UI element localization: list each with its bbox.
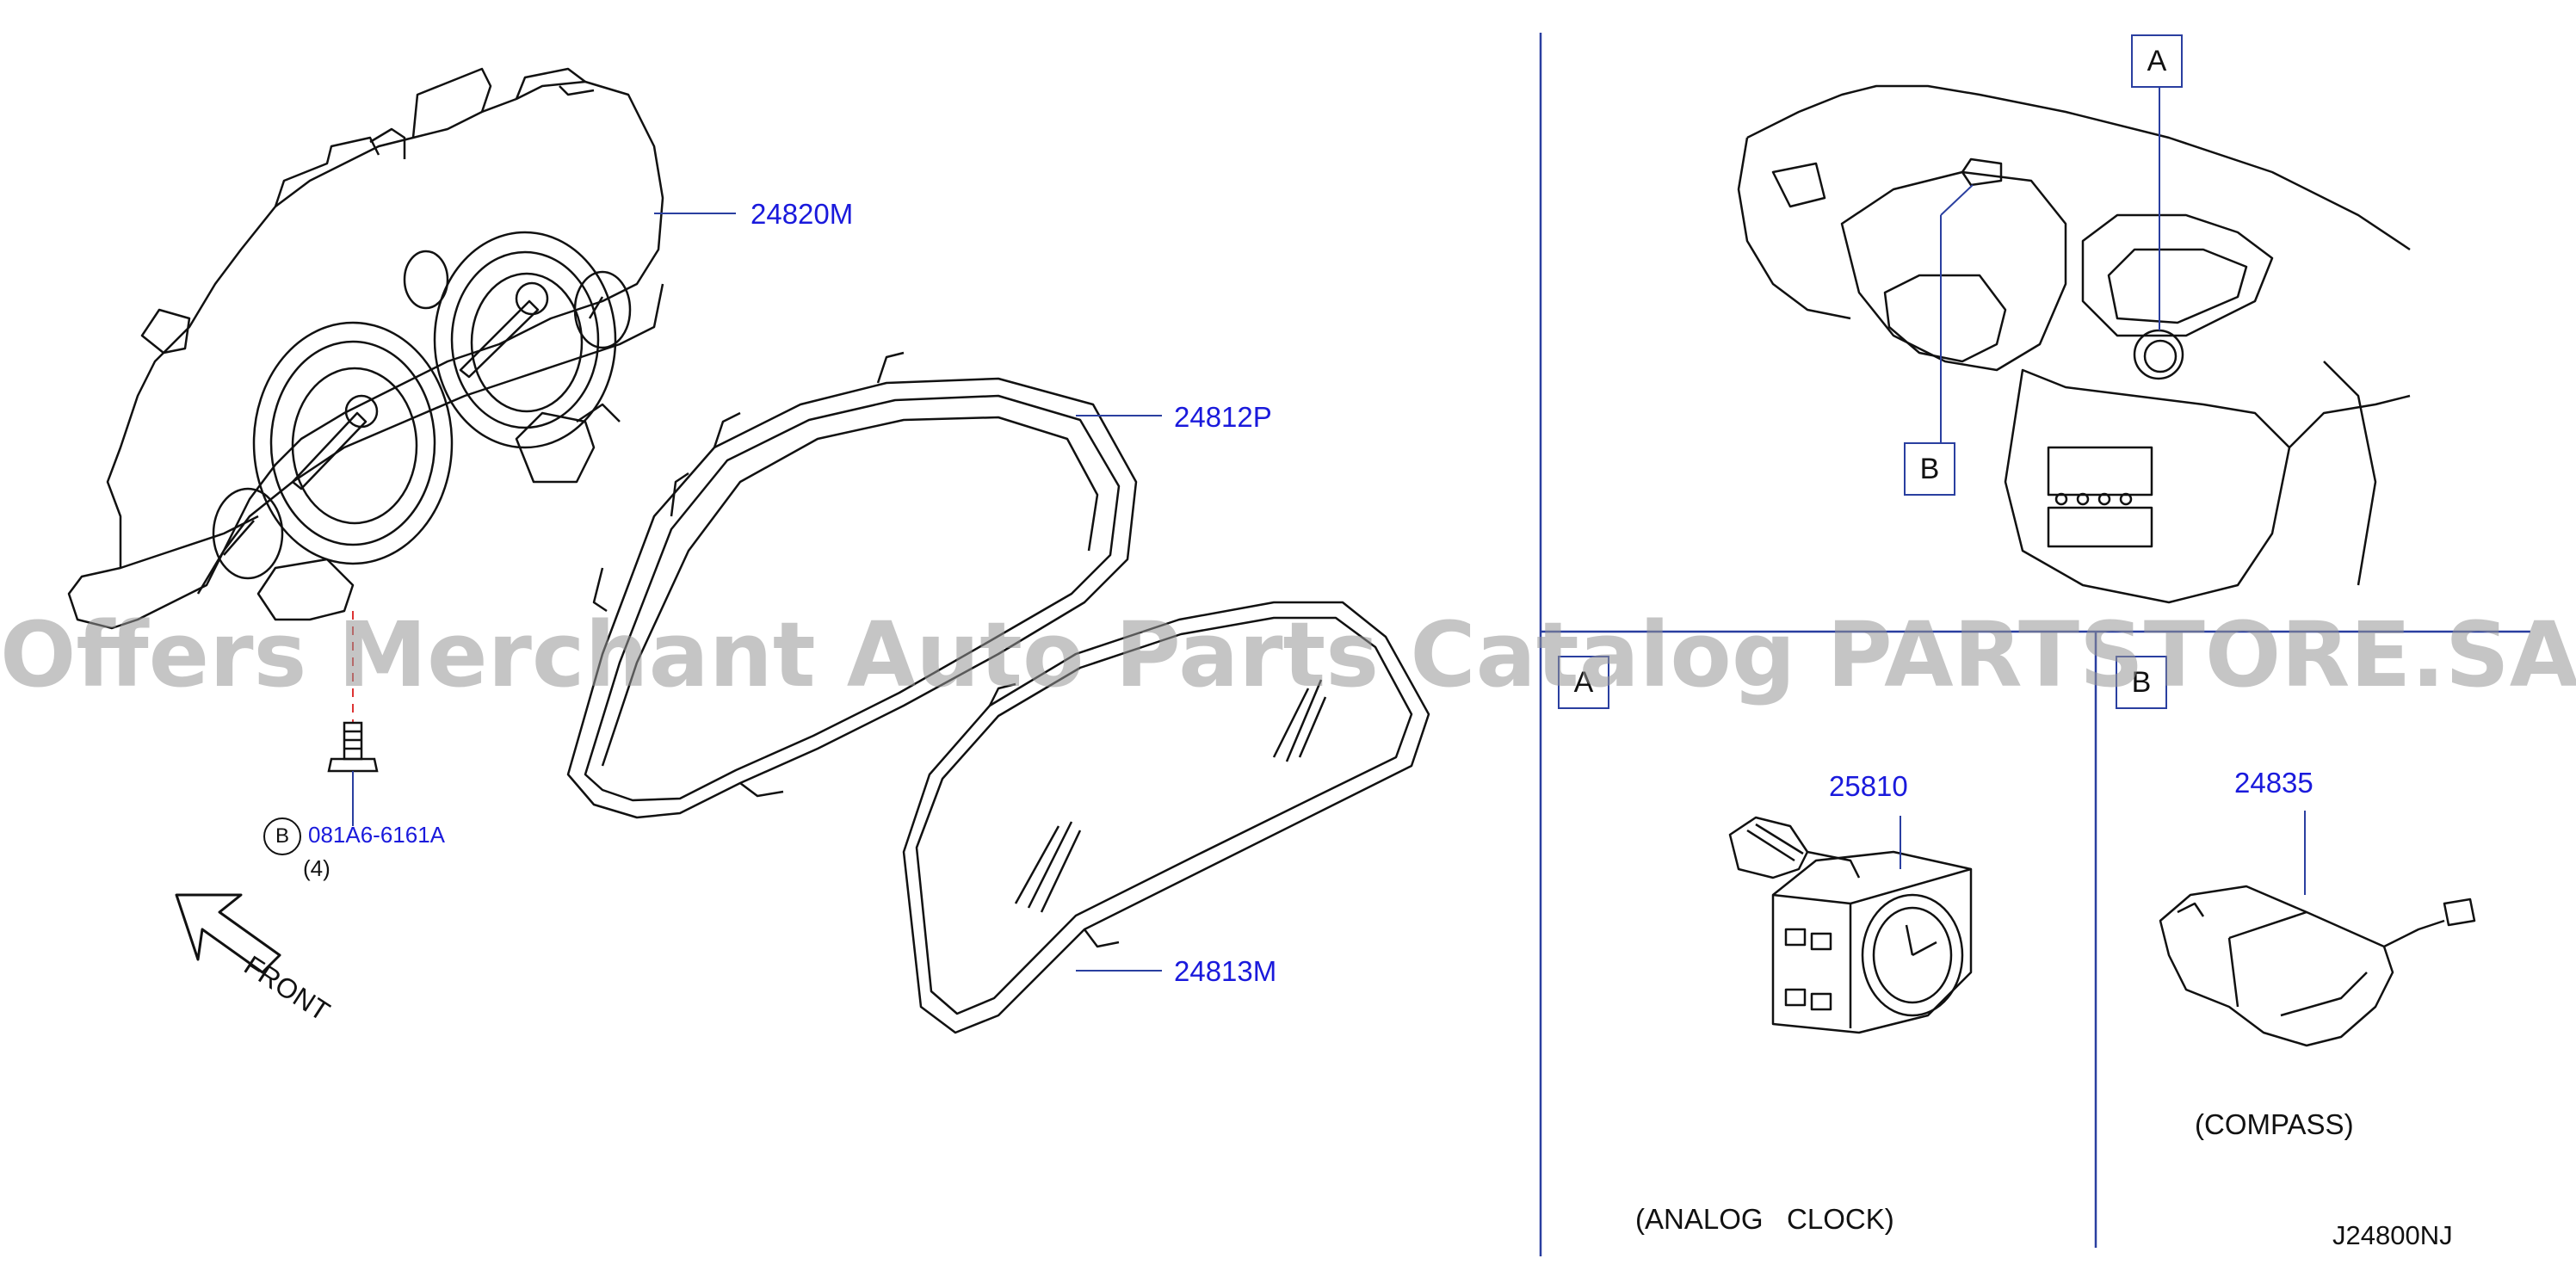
small-gauge-right	[573, 270, 632, 349]
diagram-code: J24800NJ	[2332, 1220, 2453, 1250]
caption-compass: (COMPASS)	[2195, 1108, 2354, 1140]
part-number-25810[interactable]: 25810	[1829, 770, 1908, 802]
compass-cable	[2383, 919, 2445, 948]
clock-body	[1771, 850, 1973, 1034]
clock-location-a-indicator	[1961, 157, 2003, 187]
part-number-24812p[interactable]: 24812P	[1174, 401, 1272, 433]
cluster-hood	[1840, 170, 2067, 372]
center-indicator	[403, 250, 449, 310]
finisher-outer	[566, 377, 1138, 819]
dashboard-drawing	[1737, 84, 2411, 604]
analog-clock-drawing	[1728, 816, 1973, 1034]
section-dividers	[1539, 33, 2530, 1256]
left-vent	[1771, 162, 1826, 208]
clock-face	[1861, 893, 1964, 1017]
right-mount-bracket	[515, 411, 596, 484]
lower-mount-bracket	[256, 558, 355, 621]
screw-quantity: (4)	[303, 855, 330, 881]
dashboard-leaders	[1940, 86, 2160, 446]
compass-unit-drawing	[2159, 885, 2476, 1047]
clock-harness	[1728, 816, 1809, 879]
stack-controls	[2047, 506, 2153, 548]
screw-callout-b: B	[263, 817, 301, 855]
small-gauge-left	[212, 487, 284, 580]
view-ref-a-top: A	[2131, 34, 2183, 88]
caption-analog-clock: (ANALOG CLOCK)	[1635, 1203, 1894, 1235]
part-leader-lines	[654, 213, 1162, 972]
tachometer-needle	[459, 299, 540, 379]
part-number-24813m[interactable]: 24813M	[1174, 955, 1277, 987]
view-ref-b-top: B	[1904, 442, 1955, 496]
view-ref-a-detail: A	[1558, 656, 1609, 709]
compass-housing	[2159, 885, 2394, 1047]
compass-connector	[2443, 898, 2476, 927]
cluster-lens-drawing	[902, 601, 1430, 1034]
tachometer-ring	[433, 231, 617, 449]
center-stack	[2004, 368, 2291, 604]
finisher-inner	[584, 394, 1121, 802]
instrument-cluster-drawing	[67, 67, 664, 630]
cluster-outer-housing	[67, 80, 664, 630]
speedometer-needle	[291, 411, 368, 490]
view-ref-b-detail: B	[2116, 656, 2167, 709]
part-number-24835[interactable]: 24835	[2234, 767, 2313, 799]
center-panel	[2081, 213, 2274, 337]
front-arrow	[175, 893, 281, 974]
part-number-24820m[interactable]: 24820M	[751, 198, 854, 230]
lens-outer	[902, 601, 1430, 1034]
dash-top-edge	[1746, 84, 2411, 251]
speedometer-ring	[252, 321, 454, 565]
part-number-screw[interactable]: 081A6-6161A	[308, 822, 446, 848]
lens-inner	[915, 616, 1413, 1015]
stack-display	[2047, 446, 2153, 497]
screw-drawing	[327, 721, 379, 773]
cluster-left-connector	[140, 308, 191, 355]
cluster-finisher-drawing	[566, 351, 1138, 819]
